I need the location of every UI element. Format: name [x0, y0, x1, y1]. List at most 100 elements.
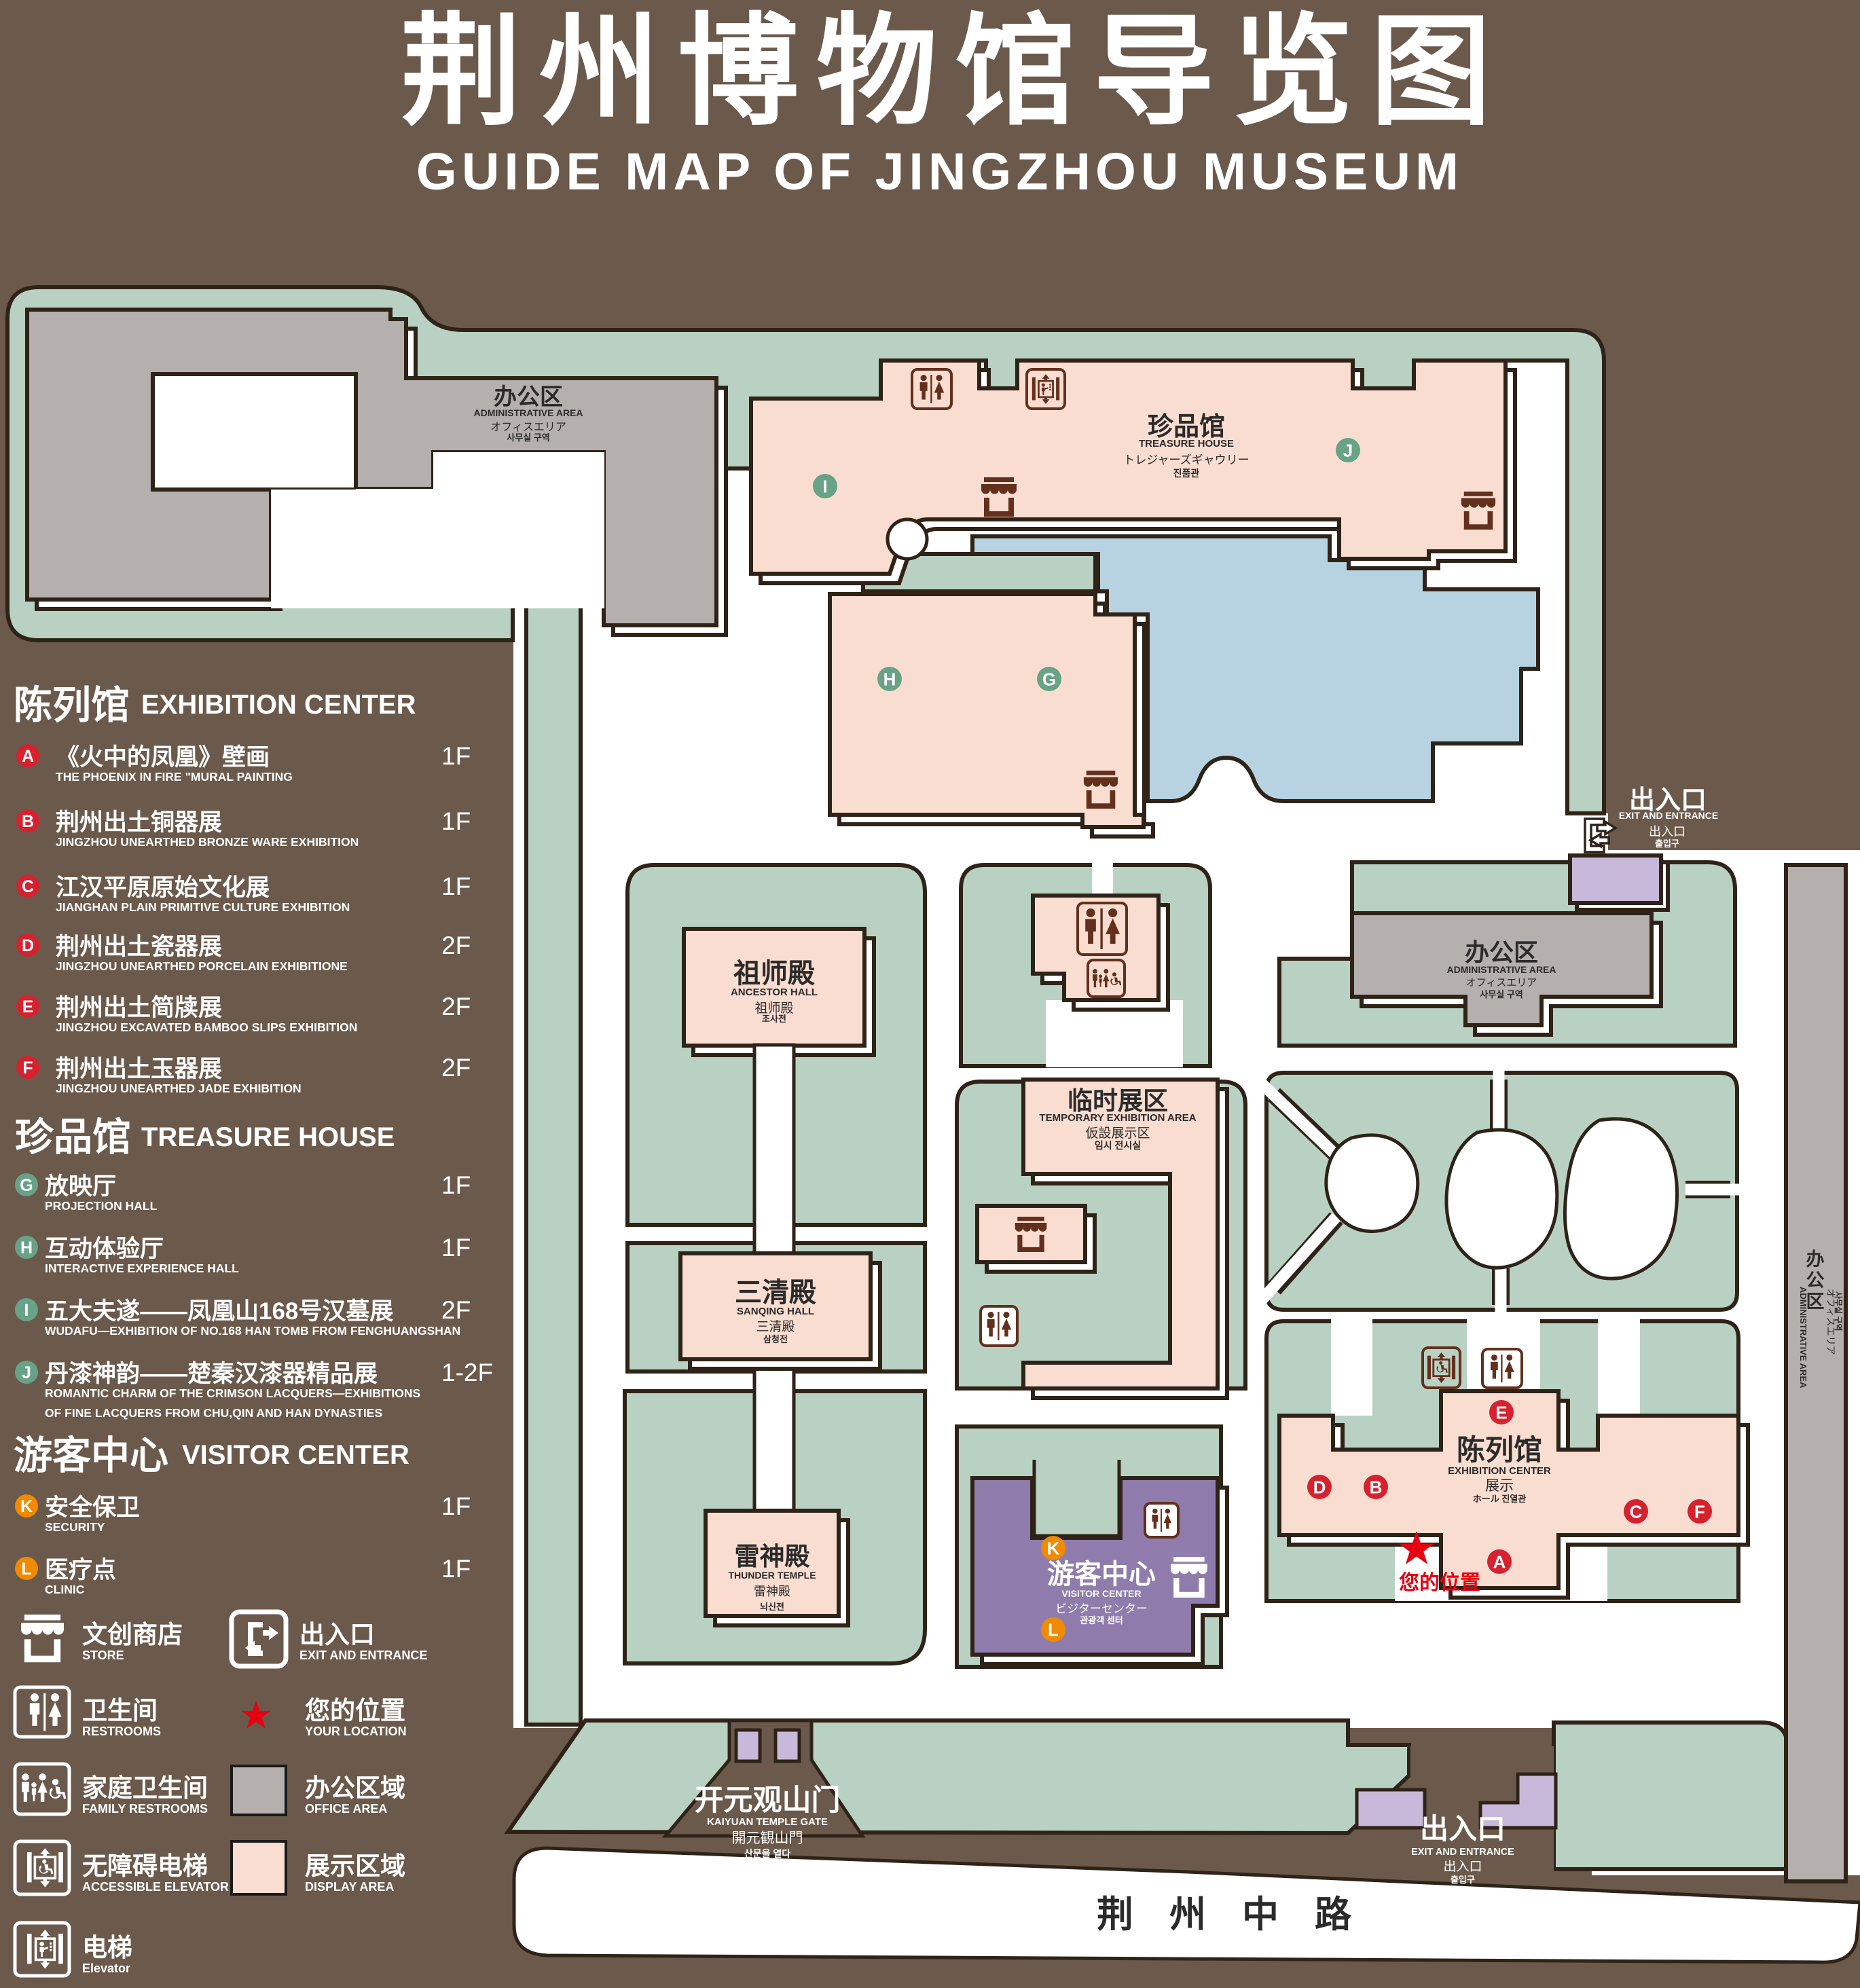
svg-text:2F: 2F — [441, 932, 471, 959]
svg-text:祖师殿: 祖师殿 — [733, 959, 815, 989]
svg-text:C: C — [22, 877, 34, 896]
svg-text:임시 전시실: 임시 전시실 — [1095, 1140, 1141, 1151]
svg-text:1F: 1F — [441, 872, 471, 900]
svg-text:珍品馆: 珍品馆 — [1148, 413, 1225, 441]
svg-text:OFFICE AREA: OFFICE AREA — [305, 1802, 387, 1816]
svg-text:三清殿: 三清殿 — [735, 1278, 816, 1308]
svg-text:无障碍电梯: 无障碍电梯 — [82, 1852, 208, 1880]
svg-text:ROMANTIC CHARM OF THE CRIMSON: ROMANTIC CHARM OF THE CRIMSON LACQUERS—E… — [45, 1386, 420, 1400]
svg-text:VISITOR CENTER: VISITOR CENTER — [182, 1440, 409, 1470]
svg-text:游客中心: 游客中心 — [1047, 1560, 1156, 1589]
svg-text:陈列馆: 陈列馆 — [1457, 1434, 1542, 1466]
svg-text:JINGZHOU UNEARTHED PORCELAIN E: JINGZHOU UNEARTHED PORCELAIN EXHIBITIONE — [56, 959, 348, 973]
svg-text:GUIDE MAP OF JINGZHOU MUSEUM: GUIDE MAP OF JINGZHOU MUSEUM — [416, 143, 1463, 201]
svg-text:放映厅: 放映厅 — [45, 1173, 116, 1200]
svg-text:1-2F: 1-2F — [441, 1359, 493, 1386]
svg-text:THE PHOENIX IN FIRE "MURAL PAI: THE PHOENIX IN FIRE "MURAL PAINTING — [56, 770, 293, 784]
svg-text:뇌신전: 뇌신전 — [760, 1602, 784, 1612]
svg-text:삼청전: 삼청전 — [763, 1334, 788, 1344]
svg-text:出入口: 出入口 — [1443, 1859, 1482, 1874]
svg-text:EXIT AND ENTRANCE: EXIT AND ENTRANCE — [299, 1649, 427, 1662]
svg-text:办: 办 — [1806, 1249, 1825, 1270]
svg-text:ビジターセンター: ビジターセンター — [1055, 1602, 1148, 1615]
svg-text:D: D — [22, 936, 34, 955]
svg-text:I: I — [822, 476, 827, 496]
svg-text:1F: 1F — [441, 1171, 471, 1199]
svg-text:YOUR LOCATION: YOUR LOCATION — [305, 1725, 407, 1738]
svg-text:丹漆神韵——楚秦汉漆器精品展: 丹漆神韵——楚秦汉漆器精品展 — [45, 1361, 378, 1387]
svg-text:公: 公 — [1806, 1270, 1825, 1291]
svg-text:荆州博物馆导览图: 荆州博物馆导览图 — [401, 4, 1509, 139]
svg-text:出入口: 出入口 — [1420, 1813, 1506, 1845]
svg-text:PROJECTION HALL: PROJECTION HALL — [45, 1199, 158, 1213]
svg-text:三清殿: 三清殿 — [756, 1319, 795, 1334]
svg-text:INTERACTIVE EXPERIENCE HALL: INTERACTIVE EXPERIENCE HALL — [45, 1262, 239, 1275]
svg-text:出入口: 出入口 — [1629, 786, 1707, 815]
svg-text:WUDAFU—EXHIBITION OF NO.168 HA: WUDAFU—EXHIBITION OF NO.168 HAN TOMB FRO… — [45, 1324, 460, 1338]
svg-text:TEMPORARY EXHIBITION AREA: TEMPORARY EXHIBITION AREA — [1039, 1112, 1196, 1124]
svg-text:출입구: 출입구 — [1655, 839, 1679, 849]
svg-text:雷神殿: 雷神殿 — [754, 1585, 790, 1598]
svg-text:五大夫遂——凤凰山168号汉墓展: 五大夫遂——凤凰山168号汉墓展 — [45, 1298, 393, 1325]
svg-text:1F: 1F — [441, 1555, 471, 1583]
svg-text:RESTROOMS: RESTROOMS — [82, 1725, 161, 1738]
svg-text:산문을 열다: 산문을 열다 — [744, 1848, 790, 1859]
svg-text:オフィスエリア: オフィスエリア — [490, 422, 566, 433]
svg-text:安全保卫: 安全保卫 — [45, 1494, 140, 1521]
svg-text:J: J — [22, 1363, 31, 1382]
svg-text:医疗点: 医疗点 — [45, 1557, 116, 1583]
svg-text:開元観山門: 開元観山門 — [732, 1830, 803, 1846]
svg-text:TREASURE HOUSE: TREASURE HOUSE — [1139, 438, 1234, 449]
svg-text:JINGZHOU EXCAVATED BAMBOO SLIP: JINGZHOU EXCAVATED BAMBOO SLIPS EXHIBITI… — [56, 1020, 357, 1034]
svg-text:K: K — [20, 1497, 33, 1516]
svg-text:D: D — [1313, 1477, 1326, 1497]
svg-text:EXIT AND ENTRANCE: EXIT AND ENTRANCE — [1411, 1847, 1514, 1858]
svg-text:电梯: 电梯 — [82, 1934, 132, 1962]
svg-text:2F: 2F — [441, 993, 471, 1020]
svg-text:オフィスエリア: オフィスエリア — [1825, 1289, 1836, 1355]
svg-text:EXIT AND ENTRANCE: EXIT AND ENTRANCE — [1619, 810, 1719, 821]
svg-text:K: K — [1047, 1538, 1060, 1558]
svg-text:JIANGHAN PLAIN PRIMITIVE CULTU: JIANGHAN PLAIN PRIMITIVE CULTURE EXHIBIT… — [56, 900, 350, 914]
svg-text:办公区域: 办公区域 — [305, 1774, 405, 1802]
svg-text:荆州出土铜器展: 荆州出土铜器展 — [56, 809, 222, 836]
svg-text:JINGZHOU UNEARTHED JADE EXHIBI: JINGZHOU UNEARTHED JADE EXHIBITION — [56, 1082, 302, 1095]
svg-text:开元观山门: 开元观山门 — [695, 1784, 841, 1817]
svg-text:中: 中 — [1242, 1894, 1279, 1935]
svg-text:F: F — [1694, 1501, 1705, 1522]
svg-text:办公区: 办公区 — [1465, 938, 1538, 966]
svg-text:展示区域: 展示区域 — [305, 1852, 405, 1880]
svg-text:A: A — [1493, 1551, 1506, 1572]
svg-text:사무실 구역: 사무실 구역 — [507, 432, 549, 443]
svg-text:SECURITY: SECURITY — [45, 1520, 105, 1534]
svg-text:江汉平原原始文化展: 江汉平原原始文化展 — [56, 875, 270, 901]
svg-text:2F: 2F — [441, 1296, 471, 1324]
svg-text:展示: 展示 — [1485, 1478, 1514, 1494]
svg-text:사무실 구역: 사무실 구역 — [1834, 1291, 1844, 1331]
svg-text:A: A — [22, 747, 34, 766]
svg-text:2F: 2F — [441, 1054, 471, 1082]
svg-text:文创商店: 文创商店 — [82, 1621, 183, 1649]
svg-text:1F: 1F — [441, 1492, 471, 1520]
svg-text:临时展区: 临时展区 — [1068, 1087, 1168, 1115]
svg-text:진품관: 진품관 — [1173, 468, 1200, 479]
svg-text:州: 州 — [1169, 1894, 1206, 1935]
svg-text:1F: 1F — [441, 742, 471, 770]
svg-text:1F: 1F — [441, 1234, 471, 1262]
svg-text:办公区: 办公区 — [494, 384, 563, 410]
svg-text:ACCESSIBLE ELEVATOR: ACCESSIBLE ELEVATOR — [82, 1880, 229, 1894]
svg-text:H: H — [20, 1238, 33, 1257]
svg-text:珍品馆: 珍品馆 — [15, 1116, 131, 1159]
svg-text:您的位置: 您的位置 — [1399, 1571, 1480, 1594]
svg-text:C: C — [1630, 1501, 1643, 1522]
svg-text:卫生间: 卫生间 — [82, 1697, 158, 1725]
svg-text:ADMINISTRATIVE AREA: ADMINISTRATIVE AREA — [474, 407, 583, 418]
svg-text:雷神殿: 雷神殿 — [735, 1543, 810, 1570]
svg-text:출입구: 출입구 — [1451, 1875, 1475, 1885]
svg-text:L: L — [1048, 1619, 1059, 1640]
svg-text:E: E — [22, 997, 34, 1016]
svg-text:J: J — [1343, 440, 1353, 460]
svg-text:ADMINISTRATIVE AREA: ADMINISTRATIVE AREA — [1798, 1287, 1808, 1388]
svg-text:FAMILY RESTROOMS: FAMILY RESTROOMS — [82, 1802, 208, 1816]
svg-text:ANCESTOR HALL: ANCESTOR HALL — [731, 987, 818, 998]
